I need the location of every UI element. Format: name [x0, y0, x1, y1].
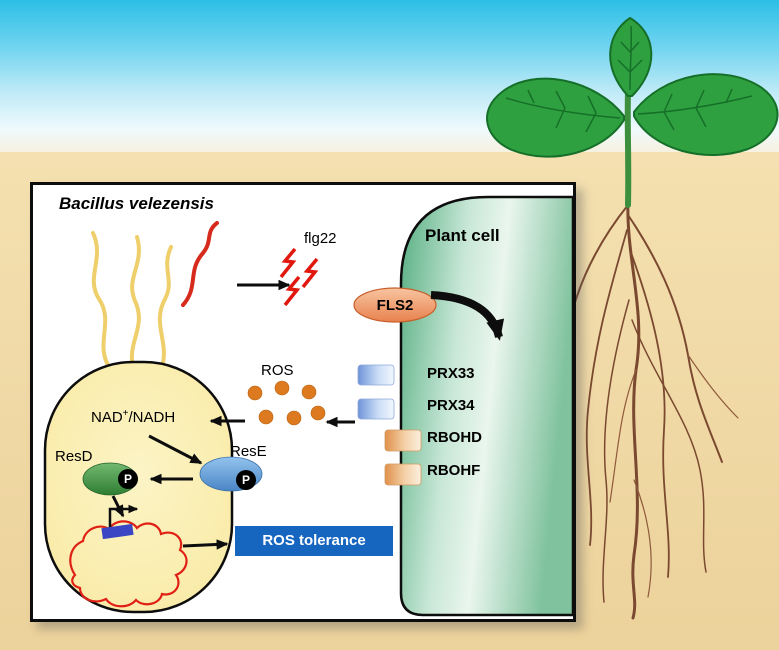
rboh-channel-1 [384, 429, 422, 452]
fls2-label: FLS2 [376, 297, 414, 314]
plant-leaves [486, 16, 779, 158]
plant-stem [624, 89, 632, 208]
prx-channel-1 [357, 364, 395, 386]
resd-label: ResD [55, 448, 93, 465]
fls2-signal-arrow [430, 291, 505, 341]
arrow-plasmid-to-output [182, 539, 229, 550]
arrow-nad-to-rese [148, 434, 203, 465]
lightning-icons [279, 247, 319, 307]
prx-channel-2 [357, 398, 395, 420]
flg22-label: flg22 [304, 230, 337, 247]
plant-cell-title: Plant cell [425, 226, 500, 245]
bacterium-body [43, 360, 234, 614]
transcription-arrow [108, 504, 139, 529]
flagellin-fragment [181, 221, 219, 307]
nad-label: NAD+/NADH [91, 408, 175, 426]
ros-label: ROS [261, 362, 294, 379]
ros-molecules [247, 380, 326, 426]
diagram-artwork [43, 195, 573, 617]
phosphate-badge-rese: P [236, 470, 256, 490]
ros-tolerance-box: ROS tolerance [235, 526, 393, 556]
gene-label-rbohf: RBOHF [427, 462, 481, 479]
arrow-resd-to-gene [111, 495, 125, 518]
gene-label-rbohd: RBOHD [427, 429, 482, 446]
nad-label-sup: + [122, 408, 129, 419]
nad-label-rest: /NADH [128, 409, 176, 426]
flagella [91, 231, 173, 372]
rese-label: ResE [230, 443, 267, 460]
fls2-receptor [353, 287, 437, 323]
diagram-panel: Bacillus velezensis Plant cell flg22 FLS… [30, 182, 576, 622]
plant-cell-shape [399, 195, 573, 617]
phosphate-badge-resd: P [118, 469, 138, 489]
gene-label-prx33: PRX33 [427, 365, 475, 382]
nad-label-base: NAD [91, 409, 123, 426]
flow-arrows [111, 279, 355, 550]
gene-label-prx34: PRX34 [427, 397, 475, 414]
root-system [548, 198, 739, 620]
rboh-channel-2 [384, 463, 422, 486]
bacterium-title: Bacillus velezensis [59, 194, 214, 213]
leaf-veins [505, 25, 753, 133]
